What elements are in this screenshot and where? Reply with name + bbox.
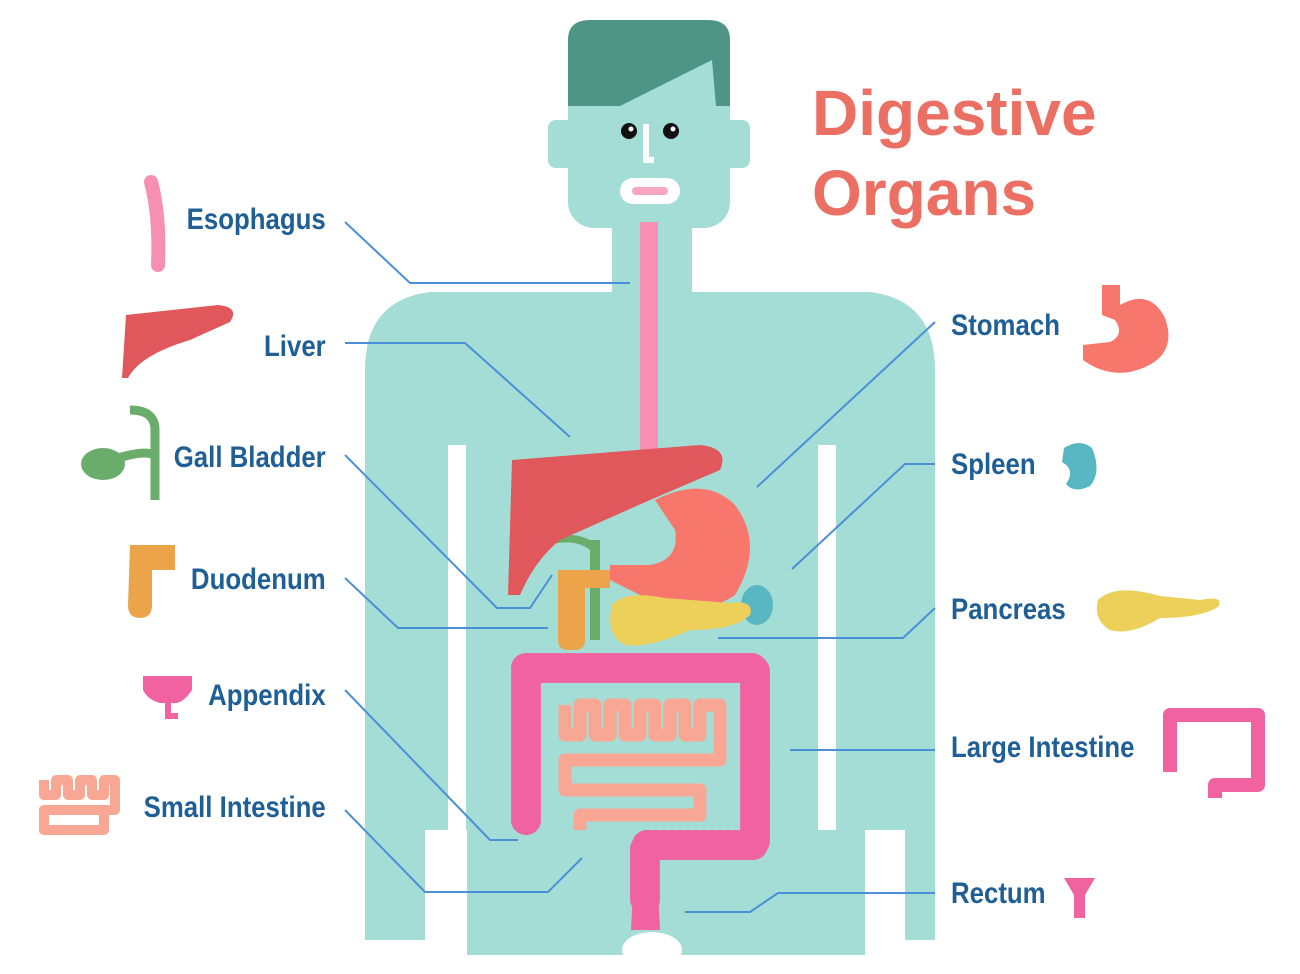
small-intestine-icon	[44, 780, 115, 830]
liver-label: Liver	[264, 329, 326, 365]
spleen-label: Spleen	[951, 447, 1036, 483]
appendix-label: Appendix	[208, 678, 326, 714]
title-line-2: Organs	[812, 155, 1036, 231]
left-ear	[548, 120, 578, 168]
esophagus-label: Esophagus	[187, 202, 326, 238]
esophagus-icon	[151, 182, 158, 265]
pancreas-icon	[1097, 590, 1220, 631]
left-eye	[621, 123, 637, 139]
appendix-icon	[143, 676, 192, 716]
esophagus-tube	[640, 222, 658, 452]
large-intestine-icon	[1170, 715, 1258, 798]
left-arm-gap	[448, 445, 466, 830]
duodenum-icon	[128, 545, 175, 618]
left-icons	[44, 182, 233, 830]
pancreas-label: Pancreas	[951, 592, 1066, 628]
gall-bladder-label: Gall Bladder	[174, 440, 326, 476]
spleen-icon	[1062, 443, 1097, 490]
esophagus-line	[345, 222, 630, 283]
right-ear	[720, 120, 750, 168]
title-line-1: Digestive	[812, 75, 1097, 151]
stomach-label: Stomach	[951, 308, 1060, 344]
large-intestine-label: Large Intestine	[951, 730, 1135, 766]
gall-bladder-icon	[81, 410, 155, 500]
liver-icon	[122, 305, 233, 378]
right-icons	[1062, 285, 1258, 918]
right-eye	[663, 123, 679, 139]
rectum-shape	[631, 890, 660, 930]
rectum-label: Rectum	[951, 876, 1046, 912]
small-intestine-label: Small Intestine	[144, 790, 326, 826]
pelvis-gap	[622, 932, 682, 968]
stomach-icon	[1083, 285, 1168, 373]
rectum-icon	[1064, 878, 1095, 918]
duodenum-label: Duodenum	[191, 562, 326, 598]
